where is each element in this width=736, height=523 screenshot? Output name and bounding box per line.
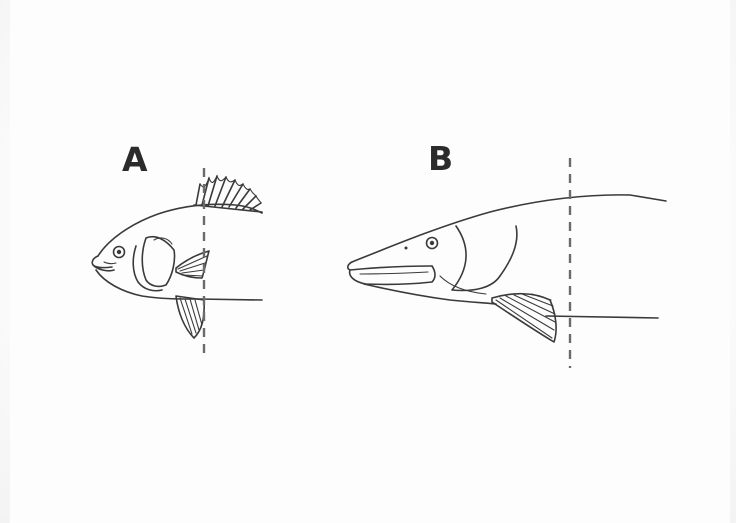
fish-b-tail-belly bbox=[546, 316, 658, 318]
fish-a-belly-outline bbox=[96, 270, 262, 300]
fish-b-gill-cover bbox=[452, 226, 517, 290]
fish-b-nostril bbox=[405, 247, 408, 250]
fish-a-gill-cover bbox=[142, 237, 174, 287]
fish-b bbox=[348, 158, 666, 368]
fish-b-back-outline bbox=[352, 195, 666, 262]
fish-a bbox=[92, 168, 262, 360]
fish-a-pelvic-rays bbox=[180, 298, 202, 334]
fish-a-gill-slit bbox=[154, 238, 172, 244]
fish-b-cheek bbox=[440, 276, 486, 294]
fish-b-belly-outline bbox=[364, 284, 496, 304]
fish-a-lip bbox=[104, 262, 116, 264]
fish-a-pupil bbox=[117, 250, 121, 254]
fish-b-upper-jaw bbox=[348, 262, 432, 270]
fish-b-pupil bbox=[430, 241, 434, 245]
fish-a-preopercle bbox=[133, 246, 162, 291]
fish-b-mouth-line bbox=[360, 272, 428, 274]
